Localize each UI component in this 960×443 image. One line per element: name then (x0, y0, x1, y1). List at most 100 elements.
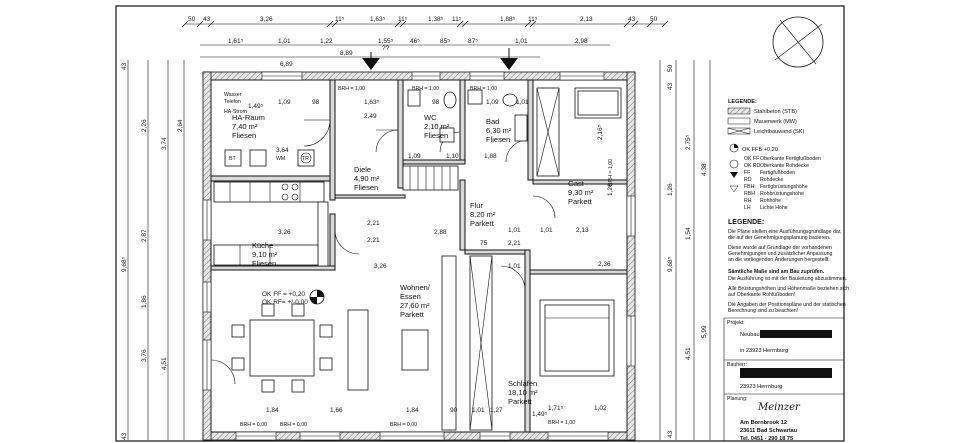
dim-right-1: 43 (667, 82, 674, 90)
dim-inner-28: 1,01 (472, 407, 485, 414)
schlafen-area: 18,10 m² (508, 388, 538, 397)
gast-floor: Parkett (568, 197, 593, 206)
dim-left-9: 43 (121, 432, 128, 440)
legend2-abbr-3: RD (744, 177, 752, 183)
dimension-tick (529, 20, 537, 28)
wohnen-name: Wohnen/ (400, 283, 431, 292)
ha-area: 7,40 m² (232, 122, 258, 131)
legend3-line-4: an die vorliegenden Änderungen hergestel… (728, 256, 830, 263)
diele-name: Diele (354, 165, 371, 174)
dim-inner-1: 1,09 (278, 99, 291, 106)
brh-wc: BRH = 1,00 (412, 86, 439, 92)
tb-redaction-1 (760, 330, 832, 338)
dim-inner-0: 1,49⁵ (248, 103, 264, 110)
windows (202, 71, 636, 441)
dim-inner-33: 1,26 (607, 183, 614, 196)
dim-left-1: 2,26 (141, 119, 148, 132)
legend2-abbr-6: RH (744, 198, 752, 204)
dim-left-0: 43 (121, 62, 128, 70)
legend3-line-2: Diese wurde auf Grundlage der vorhandene… (728, 245, 832, 251)
dim-inner-16: 1,01 (508, 227, 521, 234)
dim-inner-24: 1,84 (266, 407, 279, 414)
dim-right-8: 4,51 (685, 347, 692, 360)
dim-inner-11: 2,49 (364, 113, 377, 120)
brh-schlafen: BRH = 1,00 (548, 420, 575, 426)
room-label-gast: Gast 9,30 m² Parkett (568, 179, 594, 206)
room-label-diele: Diele 4,90 m² Fliesen (354, 165, 380, 192)
dim-top-115a: 11⁵ (335, 16, 345, 23)
dim-inner-29: 1,27 (490, 407, 503, 414)
schlafen-name: Schlafen (508, 379, 537, 388)
legend2-desc-7: Lichte Höhe (760, 205, 788, 211)
gast-name: Gast (568, 179, 585, 188)
dim-top-326: 3,26 (260, 16, 273, 23)
legend2-desc-0: Oberkante Fertigfußboden (760, 156, 821, 162)
dim-top2-298: 2,98 (575, 38, 588, 45)
wardrobe-gast (536, 87, 622, 177)
wm-label: WM (276, 156, 285, 162)
dimension-tick (524, 20, 532, 28)
dim-left-8: 4,51 (161, 357, 168, 370)
north-arrow (772, 16, 824, 68)
legend3-line-10: Berechnung sind zu beachten! (728, 308, 798, 314)
dimension-tick (661, 20, 669, 28)
legend2-desc-4: Fertigbrüstungshöhe (760, 184, 808, 190)
dim-inner-6: 1,01 (516, 99, 529, 106)
dim-top-50b: 50 (650, 16, 658, 23)
dim-top2-101b: 1,01 (515, 38, 528, 45)
legend-materials: LEGENDE: Stahlbeton (STB) Mauerwerk (MW)… (727, 99, 805, 135)
dim-inner-23: 1,01 (508, 263, 521, 270)
dim-inner-34: 1,71⁵ (548, 405, 564, 412)
dim-inner-15: 2,88 (434, 229, 447, 236)
legend3-line-3: Genehmigungen und zusätzlicher Anpassung (728, 251, 833, 257)
ha-room-appliances (224, 149, 315, 167)
dim-inner-19: 1,01 (540, 227, 553, 234)
sofa (347, 309, 429, 391)
wc-area: 2,10 m² (424, 122, 450, 131)
section-marker-right (500, 58, 518, 70)
dim-top3-689: 6,89 (280, 61, 293, 68)
dimension-tick (331, 20, 339, 28)
bad-floor: Fliesen (486, 135, 510, 144)
dimension-tick (181, 20, 189, 28)
kueche-area: 9,10 m² (252, 250, 278, 259)
tb-stadt: 23611 Bad Schwartau (740, 428, 798, 434)
dim-inner-9: 1,10 (446, 153, 459, 160)
dim-left-7: 3,76 (141, 349, 148, 362)
room-label-bad: Bad 6,30 m² Fliesen (486, 117, 512, 144)
legend2-abbr-5: RBH (744, 191, 755, 197)
legend1-item-1: Mauerwerk (MW) (754, 119, 797, 125)
dim-left-4: 2,87 (141, 229, 148, 242)
legend3-line-7: Alle Brüstungshöhen und Höhenmaße bezieh… (728, 286, 849, 292)
dim-inner-14: 2,21 (367, 220, 380, 227)
legend2-desc-5: Rohbrüstungshöhe (760, 191, 804, 197)
dim-left-6: 1,86 (141, 295, 148, 308)
dim-top-1635: 1,63⁵ (370, 16, 386, 23)
top-dimension-chains: 50 43 3,26 11⁵ 1,63⁵ 11⁵ 1,38⁵ 11⁵ 1,88⁵… (181, 16, 669, 68)
legend2-abbr-1: OK RD (744, 163, 761, 169)
legend2-desc-2: Fertigfußboden (760, 170, 795, 176)
dimension-tick (196, 20, 204, 28)
flur-area: 8,20 m² (470, 210, 496, 219)
dim-inner-25: 1,66 (330, 407, 343, 414)
dimension-tick (399, 20, 407, 28)
dim-top-43b: 43 (628, 16, 636, 23)
shelf-wohnen (441, 255, 457, 431)
dim-right-9: 43 (667, 430, 674, 438)
interior-walls (210, 79, 628, 433)
brh-ha: BRH = 1,00 (338, 86, 365, 92)
dim-inner-18: 75 (480, 240, 488, 247)
ha-strom-label: HA-Strom (224, 109, 247, 115)
legend3-line-5: Sämtliche Maße sind am Bau zuprüfen. (728, 269, 825, 275)
bad-name: Bad (486, 117, 499, 126)
inner-dimensions: 1,49⁵ 1,09 98 1,63⁵ 98 1,09 1,01 1,09 3,… (248, 99, 614, 418)
flur-name: Flur (470, 201, 483, 210)
ha-name: HA-Raum (232, 113, 265, 122)
room-label-ha: HA-Raum 7,40 m² Fliesen (232, 113, 265, 140)
legend2-abbr-7: LH (744, 205, 751, 211)
legend3-line-0: Die Pläne stellen eine Ausführungsgrundl… (728, 229, 842, 235)
dim-top-115c: 11⁵ (452, 16, 462, 23)
brh-gast: BRH = 1,00 (608, 159, 614, 186)
dim-top3-889: 8,89 (340, 50, 353, 57)
legend3-line-9: Die Angaben der Positionspläne und der s… (728, 302, 846, 308)
